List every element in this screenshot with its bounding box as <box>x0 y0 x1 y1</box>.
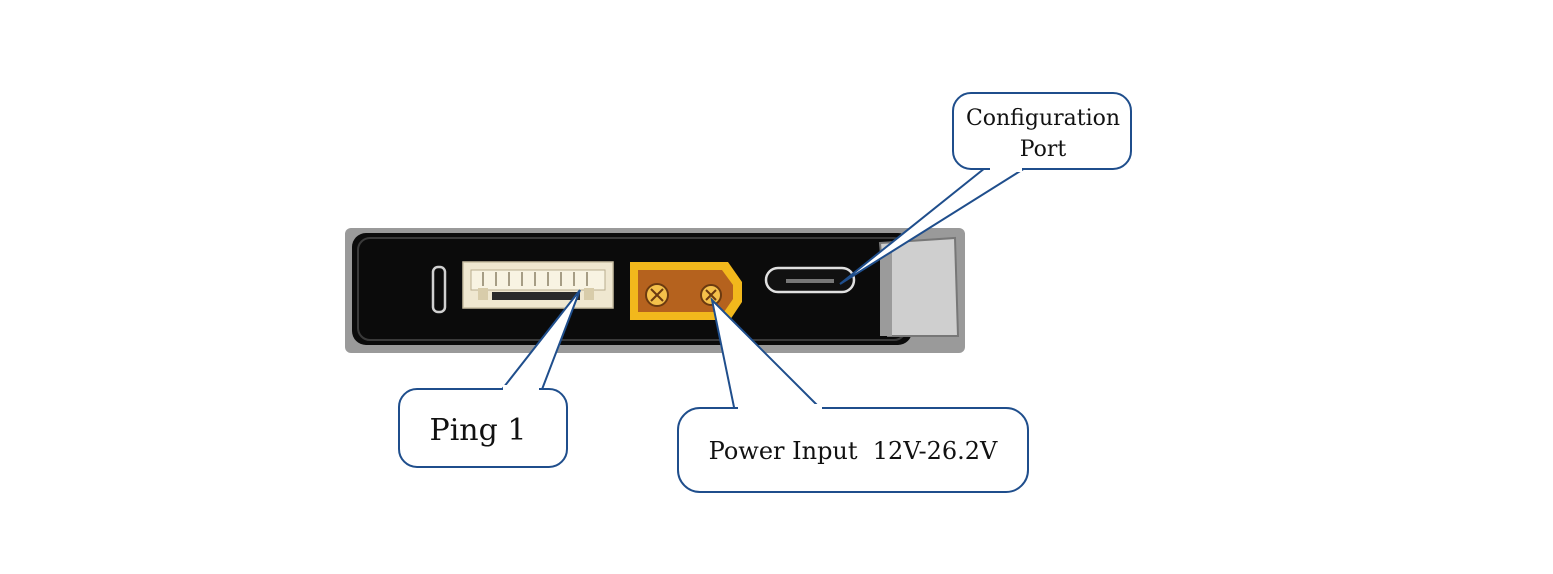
config-callout-line1: Configuration <box>965 106 1121 131</box>
config-callout-line2: Port <box>1019 137 1067 162</box>
config-callout-pointer <box>839 167 1026 285</box>
device-side-panel-shadow <box>880 252 892 336</box>
ping1-callout-bubble <box>398 388 568 468</box>
power-callout-label: Power Input 12V-26.2V <box>708 437 998 465</box>
ping1-connector <box>462 261 614 309</box>
ping1-callout-label: Ping 1 <box>429 413 527 448</box>
configuration-usb-port <box>764 266 856 294</box>
power-callout-pointer <box>710 296 825 413</box>
ping1-callout-pointer <box>499 289 581 393</box>
power-connector <box>630 262 742 320</box>
left-slot <box>431 265 447 314</box>
config-callout-bubble <box>952 92 1132 170</box>
power-callout-bubble <box>677 407 1029 493</box>
